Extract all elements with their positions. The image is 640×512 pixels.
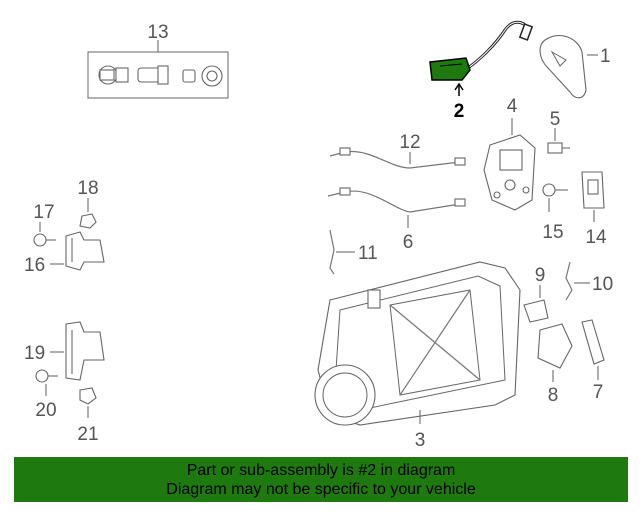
part-2-highlighted-module: 2	[429, 20, 534, 122]
callout-16: 16	[24, 255, 45, 276]
part-3-door-panel: 3	[314, 261, 521, 451]
callout-12: 12	[399, 132, 420, 153]
callout-21: 21	[77, 424, 98, 445]
part-20-bolt: 20	[35, 369, 58, 421]
callout-15: 15	[542, 222, 563, 243]
callout-10: 10	[592, 274, 613, 295]
part-9-clip: 9	[523, 265, 549, 323]
part-21-nut: 21	[77, 387, 99, 445]
callout-13: 13	[147, 22, 168, 43]
part-7-strip: 7	[581, 319, 605, 403]
callout-17: 17	[33, 202, 54, 223]
callout-19: 19	[24, 343, 45, 364]
callout-14: 14	[585, 227, 607, 248]
callout-18: 18	[77, 178, 98, 199]
part-15-screw: 15	[542, 183, 568, 243]
callout-1: 1	[600, 46, 611, 67]
parts-diagram: 13 1 2 12	[24, 20, 613, 451]
callout-9: 9	[535, 265, 546, 286]
part-16-upper-hinge: 16	[24, 231, 105, 276]
callout-4: 4	[507, 96, 518, 117]
part-1-outside-handle: 1	[539, 35, 611, 99]
callout-3: 3	[415, 430, 426, 451]
part-14-striker: 14	[581, 171, 607, 248]
callout-5: 5	[550, 109, 561, 130]
part-10-rod: 10	[565, 261, 613, 301]
part-12-cable: 12	[329, 132, 466, 169]
part-5-bolt: 5	[547, 109, 570, 154]
banner-line-2: Diagram may not be specific to your vehi…	[166, 481, 476, 498]
callout-20: 20	[35, 400, 56, 421]
part-17-bolt: 17	[33, 202, 56, 247]
part-8-bracket: 8	[537, 323, 573, 406]
part-13-lock-cylinder-kit: 13	[87, 22, 229, 99]
part-18-nut: 18	[77, 178, 99, 229]
callout-6: 6	[403, 232, 414, 253]
callout-7: 7	[593, 382, 604, 403]
callout-11: 11	[358, 243, 378, 264]
info-banner: Part or sub-assembly is #2 in diagram Di…	[14, 457, 628, 502]
banner-line-1: Part or sub-assembly is #2 in diagram	[186, 462, 456, 479]
callout-2: 2	[454, 101, 465, 122]
part-11-rod: 11	[329, 229, 378, 275]
part-4-latch: 4	[483, 96, 536, 211]
part-19-lower-hinge: 19	[24, 321, 105, 381]
callout-8: 8	[548, 385, 559, 406]
part-6-cable: 6	[327, 187, 466, 253]
